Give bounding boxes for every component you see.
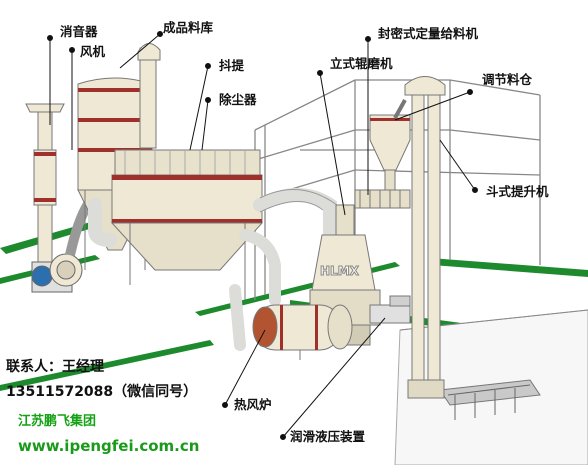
silo-elevator bbox=[137, 43, 161, 149]
duct-pipes bbox=[88, 188, 337, 351]
contact-person: 联系人：王经理 bbox=[6, 359, 104, 375]
label-shaker: 抖提 bbox=[219, 58, 245, 73]
label-product-silo: 成品料库 bbox=[163, 20, 214, 35]
label-vertical-mill: 立式辊磨机 bbox=[330, 56, 393, 71]
conveyor bbox=[447, 384, 531, 420]
dust-collector bbox=[110, 149, 264, 300]
hydraulic-unit bbox=[369, 295, 411, 324]
ground-slab bbox=[394, 309, 588, 465]
hot-air-furnace bbox=[252, 304, 353, 360]
label-fan: 风机 bbox=[80, 44, 106, 59]
leader-lines bbox=[47, 31, 478, 440]
label-dust-collector: 除尘器 bbox=[219, 92, 257, 107]
svg-text:HLMX: HLMX bbox=[320, 264, 360, 278]
bucket-elevator bbox=[393, 76, 446, 399]
contact-phone: 13511572088（微信同号） bbox=[6, 384, 198, 400]
label-hydraulic-unit: 润滑液压装置 bbox=[290, 429, 366, 444]
company-name: 江苏鹏飞集团 bbox=[18, 414, 97, 429]
buffer-bin bbox=[369, 114, 411, 191]
label-buffer-bin: 调节料仓 bbox=[482, 72, 533, 87]
label-hot-air-furnace: 热风炉 bbox=[234, 397, 272, 412]
label-feeder: 封密式定量给料机 bbox=[378, 26, 479, 41]
sealed-feeder bbox=[354, 189, 411, 209]
duct-outlines bbox=[259, 189, 338, 213]
fan bbox=[31, 191, 99, 293]
label-muffler: 消音器 bbox=[60, 24, 98, 39]
muffler bbox=[25, 103, 65, 273]
label-bucket-elevator: 斗式提升机 bbox=[486, 184, 549, 199]
website-link[interactable]: www.ipengfei.com.cn bbox=[18, 437, 200, 455]
